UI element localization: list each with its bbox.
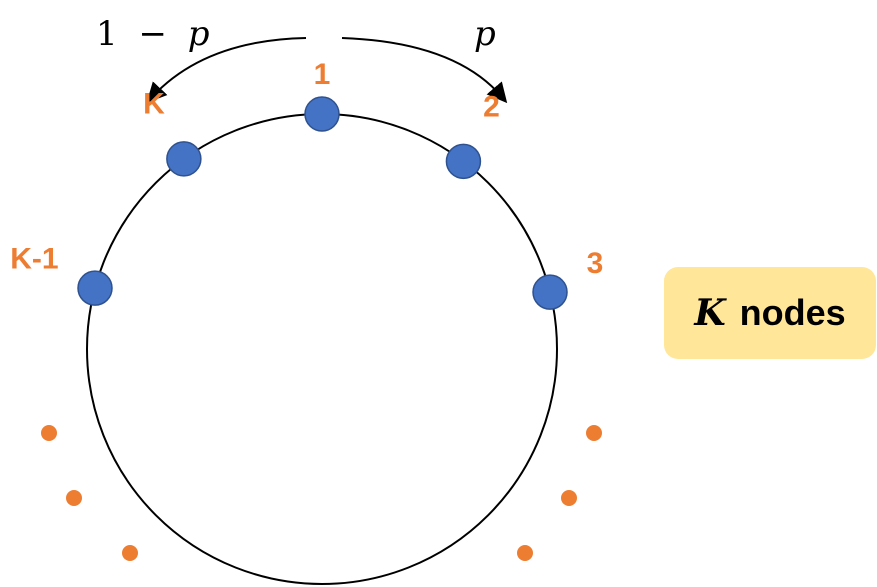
nodes-layer: 1 2 3 K K-1 bbox=[10, 58, 604, 310]
ellipsis-dot-right-2 bbox=[561, 490, 577, 506]
node-label-3: 3 bbox=[587, 247, 604, 280]
ring bbox=[86, 113, 558, 585]
node-count-variable: K bbox=[694, 292, 726, 334]
node-K bbox=[166, 141, 202, 177]
node-label-2: 2 bbox=[483, 91, 500, 124]
node-3 bbox=[532, 274, 568, 310]
node-count-text: nodes bbox=[739, 292, 846, 333]
ellipsis-dot-left-3 bbox=[122, 545, 138, 561]
node-label-K: K bbox=[143, 88, 165, 121]
node-count-badge: K nodes bbox=[664, 267, 876, 359]
node-label-1: 1 bbox=[314, 58, 331, 91]
node-K-1 bbox=[77, 270, 113, 306]
node-1 bbox=[304, 96, 340, 132]
clockwise-arrow bbox=[341, 37, 508, 104]
ellipsis-dot-left-1 bbox=[41, 425, 57, 441]
counterclockwise-arrow bbox=[146, 37, 307, 103]
ellipsis-dot-right-3 bbox=[517, 545, 533, 561]
ellipsis-layer bbox=[41, 425, 602, 561]
ellipsis-dot-right-1 bbox=[586, 425, 602, 441]
clockwise-probability-label: p bbox=[474, 14, 496, 54]
probability-var: p bbox=[188, 14, 210, 54]
probability-one: 1 bbox=[96, 14, 118, 54]
node-2 bbox=[445, 143, 482, 180]
ellipsis-dot-left-2 bbox=[66, 490, 82, 506]
node-label-K-1: K-1 bbox=[10, 242, 58, 275]
counterclockwise-probability-label: 1 − p bbox=[96, 14, 210, 54]
probability-minus: − bbox=[138, 14, 167, 54]
